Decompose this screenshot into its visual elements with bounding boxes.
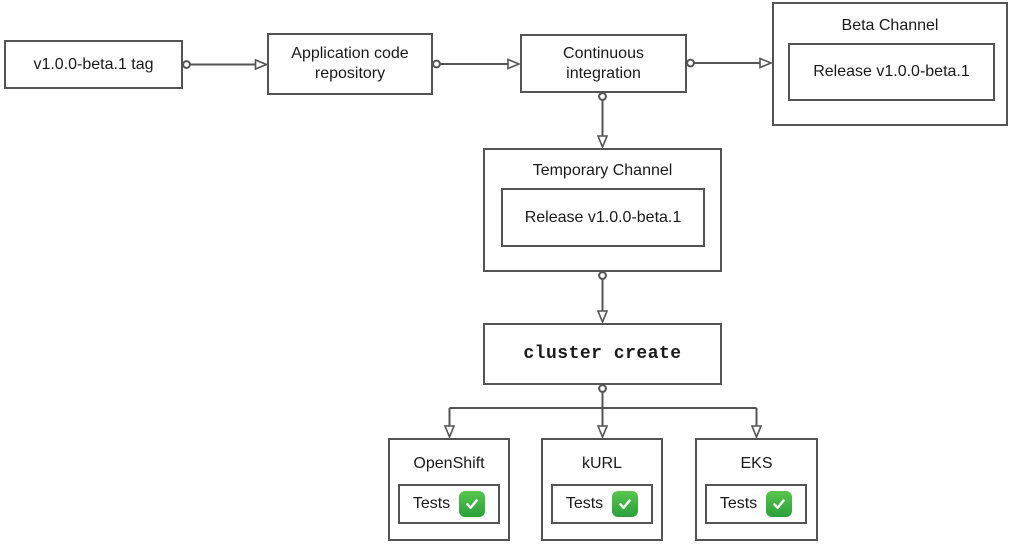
edge-temporary-channel-to-cluster-create — [596, 271, 609, 325]
node-cluster-kurl: kURL Tests — [541, 438, 663, 541]
arrowhead-icon — [254, 58, 269, 71]
node-cluster-eks: EKS Tests — [695, 438, 818, 541]
connector-dot — [182, 60, 191, 69]
check-mark-button-icon — [766, 491, 793, 517]
node-beta-channel-release: Release v1.0.0-beta.1 — [788, 43, 995, 101]
connector-dot — [598, 384, 607, 393]
node-application-code-repository: Application code repository — [267, 33, 433, 95]
node-cluster-create-label: cluster create — [523, 344, 682, 364]
node-version-tag-label: v1.0.0-beta.1 tag — [33, 55, 154, 73]
node-version-tag: v1.0.0-beta.1 tag — [4, 40, 183, 89]
arrowhead-icon — [759, 57, 774, 69]
node-cluster-eks-tests: Tests — [705, 484, 807, 524]
tests-label: Tests — [565, 495, 604, 512]
edge-ci-to-beta-channel — [686, 57, 774, 69]
arrowhead-icon — [443, 425, 456, 440]
tests-label: Tests — [412, 495, 451, 512]
tests-label: Tests — [719, 495, 758, 512]
node-beta-channel-title: Beta Channel — [841, 17, 939, 34]
arrowhead-icon — [596, 425, 609, 440]
edge-ci-to-temporary-channel — [596, 92, 609, 150]
arrowhead-icon — [596, 310, 609, 325]
arrowhead-icon — [750, 425, 763, 440]
edge-cluster-create-to-clusters — [443, 384, 763, 440]
node-continuous-integration: Continuous integration — [520, 34, 687, 93]
edge-repository-to-ci — [432, 58, 522, 70]
node-cluster-create: cluster create — [483, 323, 722, 385]
node-cluster-kurl-tests: Tests — [551, 484, 653, 524]
node-cluster-openshift: OpenShift Tests — [388, 438, 510, 541]
arrowhead-icon — [507, 58, 522, 70]
node-continuous-integration-label: Continuous integration — [563, 44, 644, 82]
node-temporary-channel-release: Release v1.0.0-beta.1 — [501, 188, 705, 247]
node-cluster-openshift-tests: Tests — [398, 484, 500, 524]
node-cluster-eks-title: EKS — [740, 455, 773, 472]
node-temporary-channel-release-label: Release v1.0.0-beta.1 — [524, 208, 682, 226]
connector-dot — [432, 59, 441, 69]
node-beta-channel-release-label: Release v1.0.0-beta.1 — [813, 63, 970, 80]
check-mark-button-icon — [612, 491, 639, 517]
node-application-code-repository-label: Application code repository — [291, 45, 409, 82]
node-temporary-channel-title: Temporary Channel — [532, 162, 673, 179]
connector-dot — [598, 271, 607, 280]
edge-tag-to-repository — [182, 58, 269, 71]
node-cluster-kurl-title: kURL — [581, 455, 622, 472]
connector-dot — [686, 58, 695, 68]
node-beta-channel: Beta Channel Release v1.0.0-beta.1 — [772, 2, 1008, 126]
arrowhead-icon — [596, 135, 609, 150]
connector-dot — [598, 92, 607, 101]
node-temporary-channel: Temporary Channel Release v1.0.0-beta.1 — [483, 148, 722, 272]
node-cluster-openshift-title: OpenShift — [413, 455, 485, 472]
check-mark-button-icon — [459, 491, 486, 517]
